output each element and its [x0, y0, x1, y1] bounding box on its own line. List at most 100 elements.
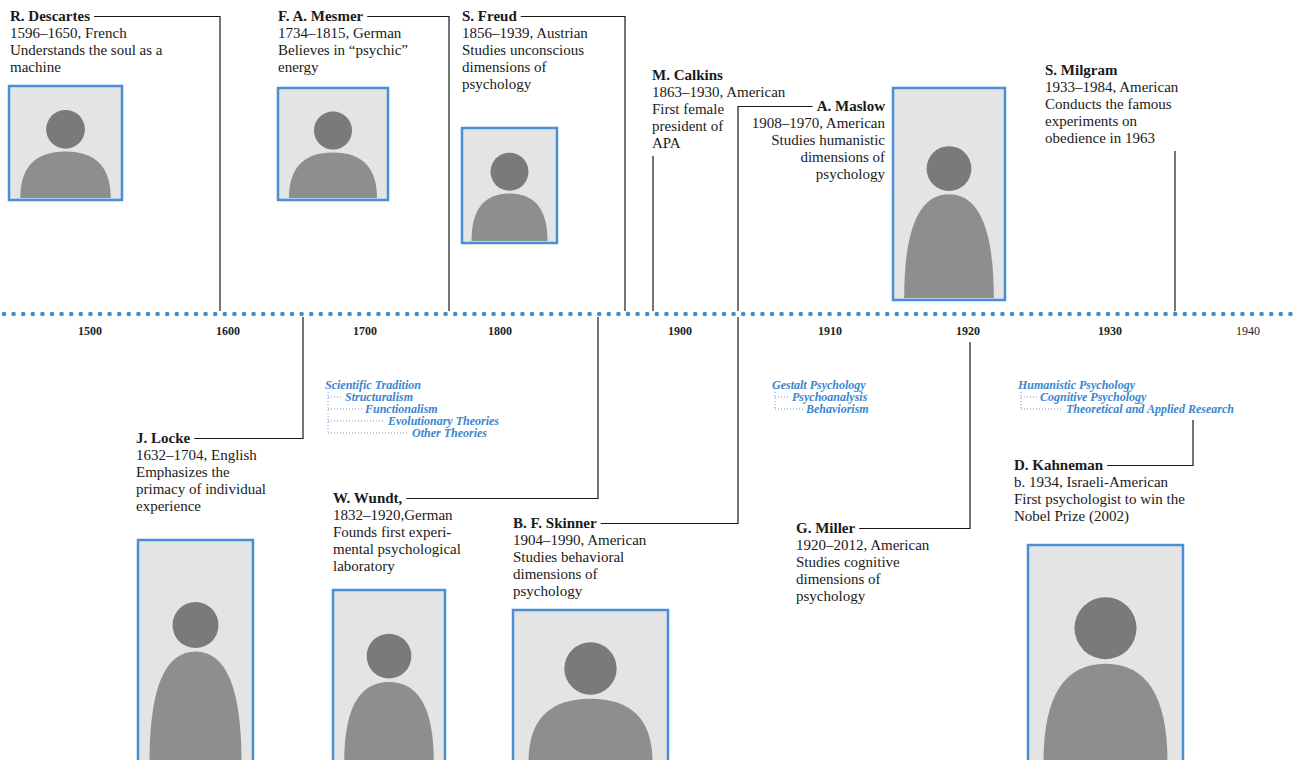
leader-lines [94, 17, 1193, 529]
timeline-dot [1115, 312, 1120, 317]
portraits [9, 86, 1183, 760]
person-name: R. Descartes [10, 8, 195, 25]
bracket-line [775, 397, 789, 398]
portrait-shoulders [344, 682, 434, 760]
person-name: W. Wundt, [333, 490, 468, 507]
person-name: S. Freud [462, 8, 597, 25]
year-label: 1500 [78, 324, 102, 338]
year-label: 1930 [1098, 324, 1122, 338]
timeline-dot [722, 312, 727, 317]
timeline-dot [1010, 312, 1015, 317]
bracket-line [775, 392, 776, 409]
person-name: D. Kahneman [1014, 457, 1199, 474]
timeline-dot [472, 312, 477, 317]
bracket-line [328, 392, 329, 433]
timeline-dot [443, 312, 448, 317]
timeline-dot [818, 312, 823, 317]
timeline-dot [856, 312, 861, 317]
timeline-dot [1250, 312, 1255, 317]
portrait [9, 86, 122, 200]
portrait-head [1075, 597, 1137, 659]
portrait-head [173, 602, 219, 648]
timeline-dot [664, 312, 669, 317]
school-label: Theoretical and Applied Research [1066, 403, 1234, 415]
person-name: A. Maslow [752, 98, 885, 115]
timeline-dot [386, 312, 391, 317]
school-label: Other Theories [412, 427, 487, 439]
leader-line [859, 342, 970, 529]
person-description: Studies unconscious dimensions of psycho… [462, 42, 597, 93]
timeline-dot [405, 312, 410, 317]
timeline-dot [271, 312, 276, 317]
timeline-dot [21, 312, 26, 317]
timeline-dot [895, 312, 900, 317]
timeline-dot [1288, 312, 1293, 317]
school-label: Scientific Tradition [325, 379, 421, 391]
timeline-dot [1221, 312, 1226, 317]
portrait-head [46, 110, 85, 149]
timeline-dot [741, 312, 746, 317]
timeline-dot [338, 312, 343, 317]
timeline-dot [635, 312, 640, 317]
timeline-dot [770, 312, 775, 317]
timeline-dot [837, 312, 842, 317]
portrait-ground [138, 540, 253, 760]
person-entry: B. F. Skinner1904–1990, AmericanStudies … [513, 515, 646, 600]
timeline-dot [923, 312, 928, 317]
timeline-dot [328, 312, 333, 317]
timeline-dot [59, 312, 64, 317]
person-dates: b. 1934, Israeli-American [1014, 474, 1199, 491]
timeline-dot [232, 312, 237, 317]
timeline-dot [1096, 312, 1101, 317]
person-description: First female president of APA [652, 101, 730, 152]
timeline-dot [376, 312, 381, 317]
timeline-dot [1163, 312, 1168, 317]
portrait-ground [9, 86, 122, 200]
timeline-dot [703, 312, 708, 317]
school-label: Evolutionary Theories [388, 415, 499, 427]
timeline-dot [847, 312, 852, 317]
portrait-head [927, 146, 972, 191]
timeline-dot [165, 312, 170, 317]
timeline-dot [463, 312, 468, 317]
timeline-dot [587, 312, 592, 317]
timeline-dot [1211, 312, 1216, 317]
person-dates: 1908–1970, American [752, 115, 885, 132]
portrait-frame [138, 540, 253, 760]
portrait-shoulders [529, 699, 653, 760]
timeline-dot [367, 312, 372, 317]
timeline-dot [760, 312, 765, 317]
timeline-dot [712, 312, 717, 317]
timeline-dot [626, 312, 631, 317]
person-entry: M. Calkins1863–1930, AmericanFirst femal… [652, 67, 785, 152]
timeline-dot [1183, 312, 1188, 317]
timeline-dot [1202, 312, 1207, 317]
person-dates: 1933–1984, American [1045, 79, 1195, 96]
bracket-line [1021, 397, 1037, 398]
leader-line [367, 17, 449, 312]
timeline-dot [808, 312, 813, 317]
portrait-frame [462, 128, 557, 243]
person-entry: W. Wundt,1832–1920,GermanFounds first ex… [333, 490, 468, 575]
portrait [513, 610, 668, 760]
timeline-dot [520, 312, 525, 317]
person-description: Studies cognitive dimensions of psycholo… [796, 554, 924, 605]
school-label: Functionalism [365, 403, 438, 415]
timeline-dot [568, 312, 573, 317]
school-label: Gestalt Psychology [772, 379, 866, 391]
leader-line [1174, 151, 1175, 311]
timeline-dot [357, 312, 362, 317]
timeline-dot [866, 312, 871, 317]
portrait-head [564, 642, 616, 694]
person-entry: S. Milgram1933–1984, AmericanConducts th… [1045, 62, 1195, 147]
portrait [1028, 545, 1183, 760]
person-dates: 1596–1650, French [10, 25, 195, 42]
timeline-dot [1269, 312, 1274, 317]
timeline-dot [117, 312, 122, 317]
person-name: F. A. Mesmer [278, 8, 428, 25]
timeline-dot [904, 312, 909, 317]
person-description: Studies behavioral dimensions of psychol… [513, 549, 641, 600]
timeline-dot [501, 312, 506, 317]
timeline-dot [779, 312, 784, 317]
